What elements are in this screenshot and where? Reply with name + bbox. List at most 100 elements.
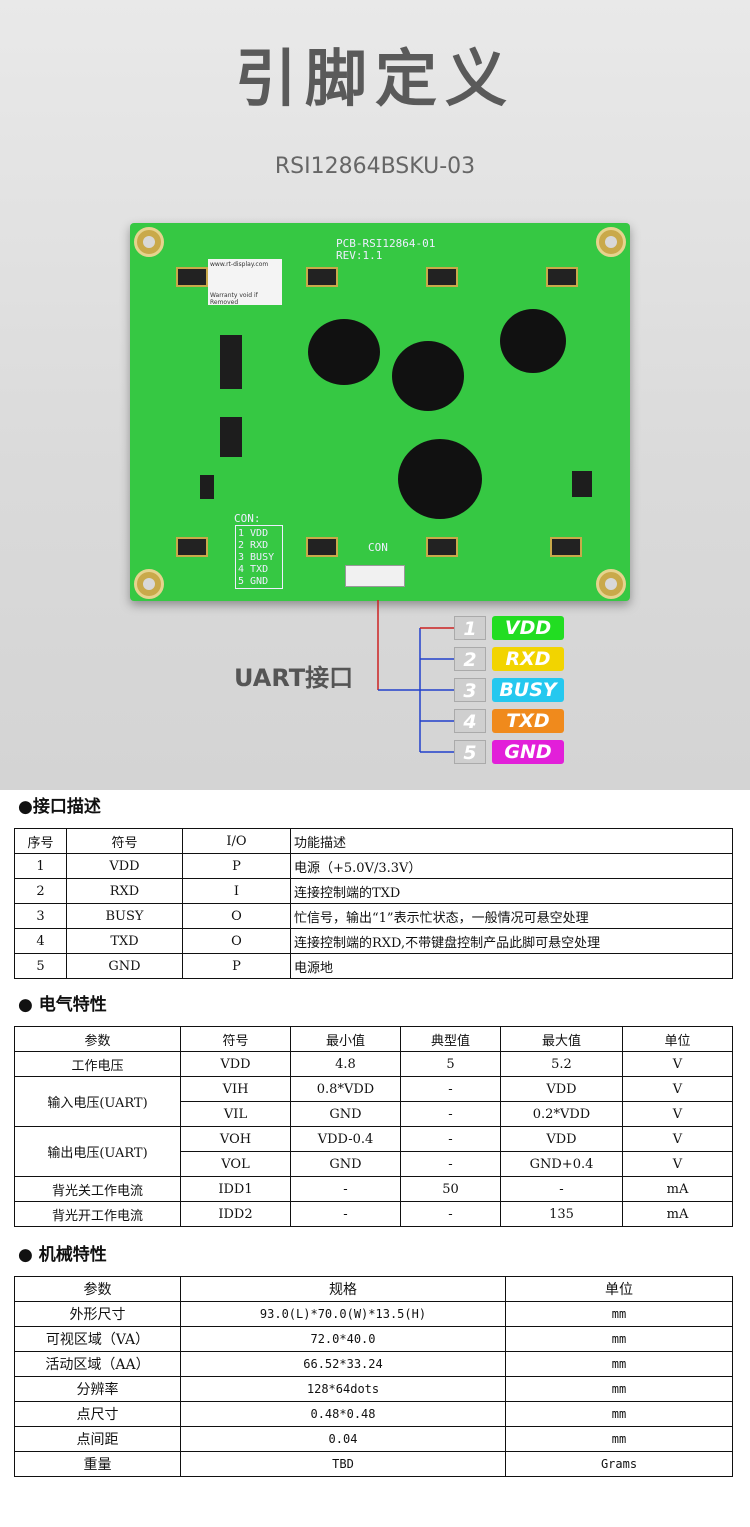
header-cell: 典型值 — [400, 1026, 501, 1052]
cell-description: 电源（+5.0V/3.3V） — [290, 853, 733, 879]
cell-unit: Grams — [505, 1451, 733, 1477]
model-number: RSI12864BSKU-03 — [274, 154, 476, 179]
pin-name-badge: BUSY — [492, 678, 564, 702]
table-row: 背光开工作电流 IDD2 - - 135 mA — [14, 1201, 733, 1227]
cell-typ: - — [400, 1126, 501, 1152]
mounting-hole — [134, 227, 164, 257]
pin-legend-box: CON: 1 VDD 2 RXD 3 BUSY 4 TXD 5 GND — [234, 512, 283, 589]
board-clip — [550, 537, 582, 557]
cell-param: 外形尺寸 — [14, 1301, 181, 1327]
cell-index: 1 — [14, 853, 67, 879]
cell-index: 4 — [14, 928, 67, 954]
cell-min: - — [290, 1176, 401, 1202]
pin-name-badge: TXD — [492, 709, 564, 733]
connector-label: CON — [368, 541, 388, 554]
header-cell: 符号 — [66, 828, 183, 854]
sticker-warranty: Warranty void if Removed — [210, 292, 258, 306]
table-row: 外形尺寸 93.0(L)*70.0(W)*13.5(H) mm — [14, 1301, 733, 1327]
cell-param: 重量 — [14, 1451, 181, 1477]
board-clip — [306, 537, 338, 557]
pin-number: 2 — [454, 647, 486, 671]
pin-name-badge: GND — [492, 740, 564, 764]
header-cell: 最小值 — [290, 1026, 401, 1052]
cell-param: 背光开工作电流 — [14, 1201, 181, 1227]
cell-param: 可视区域（VA） — [14, 1326, 181, 1352]
cell-typ: 50 — [400, 1176, 501, 1202]
cob-chip-main — [398, 439, 482, 519]
cell-description: 忙信号，输出“1”表示忙状态，一般情况可悬空处理 — [290, 903, 733, 929]
cell-symbol: TXD — [66, 928, 183, 954]
cell-param: 工作电压 — [14, 1051, 181, 1077]
cell-symbol: RXD — [66, 878, 183, 904]
table-row: 分辨率 128*64dots mm — [14, 1376, 733, 1402]
table-row: 活动区域（AA） 66.52*33.24 mm — [14, 1351, 733, 1377]
pcb-board-image: PCB-RSI12864-01 REV:1.1 www.rt-display.c… — [130, 223, 630, 601]
cell-spec: 0.04 — [180, 1426, 506, 1452]
cell-param: 点间距 — [14, 1426, 181, 1452]
cell-min: GND — [290, 1151, 401, 1177]
cell-param: 分辨率 — [14, 1376, 181, 1402]
board-clip — [546, 267, 578, 287]
pin-number: 5 — [454, 740, 486, 764]
cell-unit: V — [622, 1051, 733, 1077]
header-cell: 参数 — [14, 1276, 181, 1302]
cell-param: 活动区域（AA） — [14, 1351, 181, 1377]
table-header-row: 参数 符号 最小值 典型值 最大值 单位 — [14, 1026, 733, 1052]
cell-max: - — [500, 1176, 623, 1202]
pin-number: 4 — [454, 709, 486, 733]
cell-spec: 0.48*0.48 — [180, 1401, 506, 1427]
mounting-hole — [134, 569, 164, 599]
cell-symbol: VDD — [66, 853, 183, 879]
cell-index: 2 — [14, 878, 67, 904]
board-clip — [176, 267, 208, 287]
cell-symbol: VOL — [180, 1151, 291, 1177]
cell-param: 点尺寸 — [14, 1401, 181, 1427]
cell-max: VDD — [500, 1126, 623, 1152]
ic-chip — [572, 471, 592, 497]
cell-spec: 72.0*40.0 — [180, 1326, 506, 1352]
mounting-hole — [596, 569, 626, 599]
uart-connector — [345, 565, 405, 587]
cell-unit: mm — [505, 1401, 733, 1427]
pin-name-badge: VDD — [492, 616, 564, 640]
wiring-diagram — [377, 600, 454, 753]
board-clip — [176, 537, 208, 557]
cell-max: 135 — [500, 1201, 623, 1227]
cell-unit: V — [622, 1151, 733, 1177]
cell-min: 0.8*VDD — [290, 1076, 401, 1102]
cell-spec: 93.0(L)*70.0(W)*13.5(H) — [180, 1301, 506, 1327]
mechanical-table: 参数 规格 单位 外形尺寸 93.0(L)*70.0(W)*13.5(H) mm… — [14, 1276, 733, 1477]
header-cell: 符号 — [180, 1026, 291, 1052]
interface-heading: ●接口描述 — [18, 797, 101, 817]
cell-index: 5 — [14, 953, 67, 979]
table-header-row: 序号 符号 I/O 功能描述 — [14, 828, 733, 854]
board-clip — [306, 267, 338, 287]
con-pin-1: 1 VDD — [238, 528, 269, 539]
con-pin-4: 4 TXD — [238, 564, 269, 575]
cell-unit: mm — [505, 1351, 733, 1377]
cell-spec: TBD — [180, 1451, 506, 1477]
table-row: 重量 TBD Grams — [14, 1451, 733, 1477]
cell-min: 4.8 — [290, 1051, 401, 1077]
cell-io: P — [182, 953, 291, 979]
pin-row-4: 4 TXD — [454, 709, 564, 733]
cell-unit: mm — [505, 1326, 733, 1352]
header-cell: 功能描述 — [290, 828, 733, 854]
header-cell: 单位 — [622, 1026, 733, 1052]
hero-section: 引脚定义 RSI12864BSKU-03 PCB-RSI12864-01 REV… — [0, 0, 750, 790]
board-clip — [426, 267, 458, 287]
warranty-sticker: www.rt-display.com Warranty void if Remo… — [208, 259, 282, 306]
cell-symbol: VOH — [180, 1126, 291, 1152]
cell-description: 连接控制端的RXD,不带键盘控制产品此脚可悬空处理 — [290, 928, 733, 954]
mounting-hole — [596, 227, 626, 257]
cell-unit: V — [622, 1076, 733, 1102]
table-row: 点尺寸 0.48*0.48 mm — [14, 1401, 733, 1427]
table-row: 2 RXD I 连接控制端的TXD — [14, 878, 733, 904]
ic-chip — [220, 335, 242, 389]
table-row: VOL GND - GND+0.4 V — [15, 1151, 733, 1177]
cell-symbol: IDD1 — [180, 1176, 291, 1202]
table-row: 背光关工作电流 IDD1 - 50 - mA — [14, 1176, 733, 1202]
board-clip — [426, 537, 458, 557]
cell-typ: - — [400, 1151, 501, 1177]
header-cell: 最大值 — [500, 1026, 623, 1052]
